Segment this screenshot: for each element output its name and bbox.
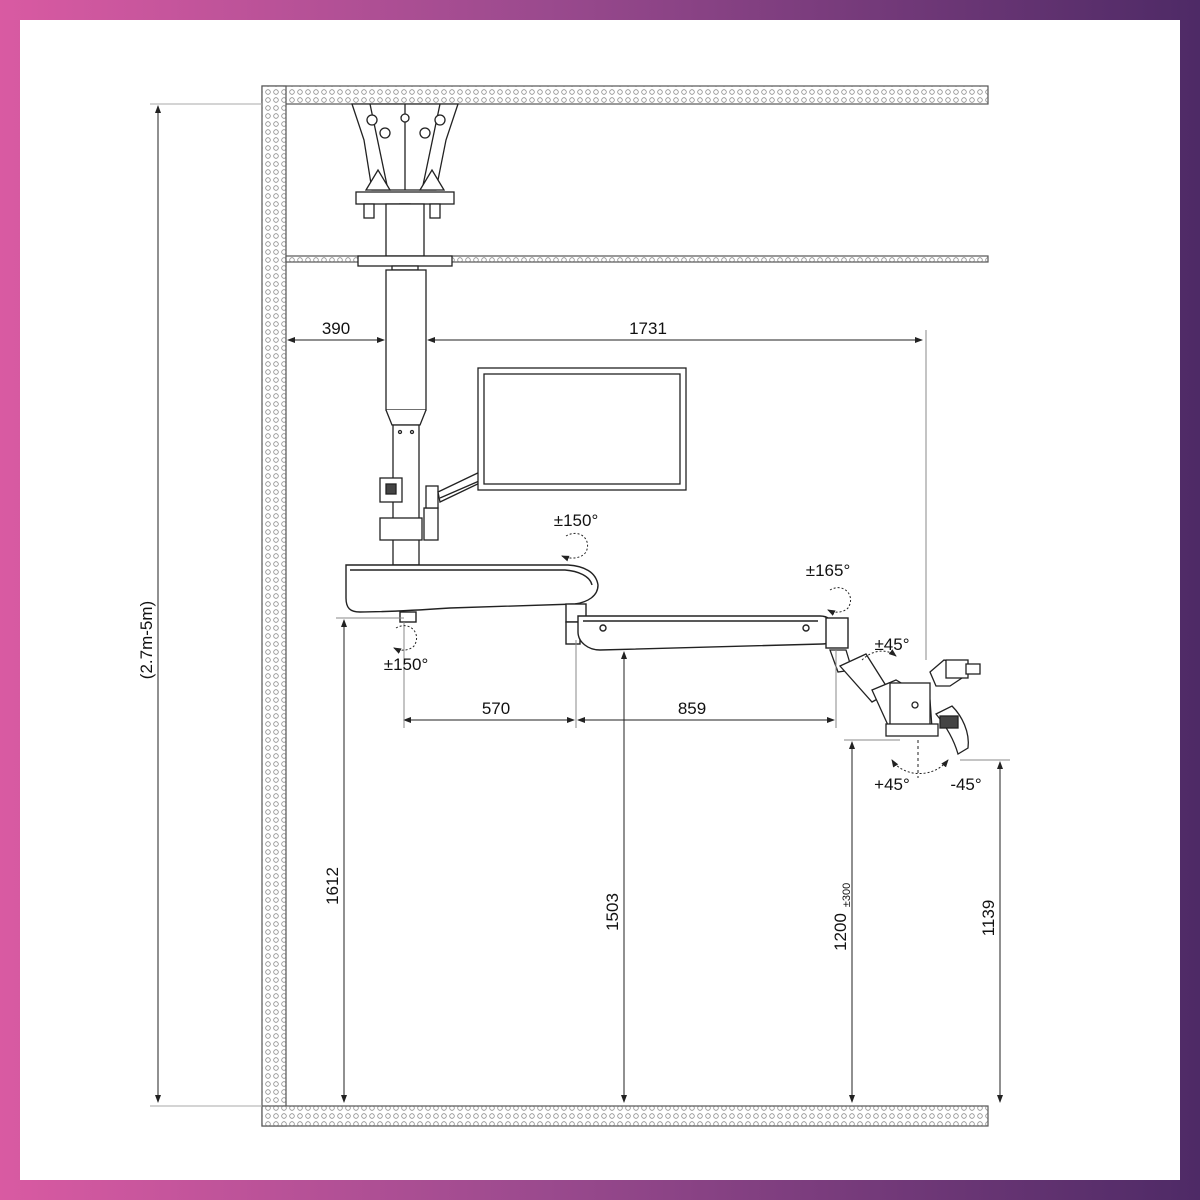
- floor-slab: [261, 1105, 989, 1127]
- label-tilt: ±45°: [874, 635, 909, 654]
- label-monitor-rotation: ±150°: [554, 511, 599, 530]
- dimension-lines: [150, 103, 1010, 1107]
- support-column: [379, 269, 439, 566]
- microscope-head: [829, 649, 981, 755]
- label-arm2-rotation: ±165°: [806, 561, 851, 580]
- ceiling-slab: [261, 85, 989, 105]
- technical-diagram: 390 1731 570 859 (2.7m-5m) 1612 1503 120…: [137, 85, 1010, 1127]
- label-swing-plus: +45°: [874, 775, 910, 794]
- rotation-arc-monitor: [561, 532, 588, 562]
- label-arm2: 859: [678, 699, 706, 718]
- swing-arc: [891, 759, 949, 774]
- label-room-height: (2.7m-5m): [137, 601, 156, 679]
- monitor-assembly: [437, 367, 687, 503]
- rotation-arcs: [393, 532, 949, 778]
- label-scope-height: 1200: [831, 913, 850, 951]
- rotation-arc-arm1: [393, 625, 418, 654]
- rotation-arc-arm2: [827, 587, 852, 616]
- label-reach-total: 1731: [629, 319, 667, 338]
- label-floor-clearance: 1139: [979, 900, 998, 937]
- building-walls: [261, 85, 989, 1127]
- label-wall-offset: 390: [322, 319, 350, 338]
- ceiling-mount: [351, 103, 459, 271]
- false-ceiling: [285, 255, 989, 263]
- drawing-canvas: 390 1731 570 859 (2.7m-5m) 1612 1503 120…: [20, 20, 1180, 1180]
- label-swing-minus: -45°: [950, 775, 981, 794]
- label-scope-tolerance: ±300: [841, 883, 853, 907]
- label-arm-height: 1612: [323, 867, 342, 905]
- wall: [261, 85, 287, 1127]
- dimension-labels: 390 1731 570 859 (2.7m-5m) 1612 1503 120…: [137, 319, 998, 951]
- arm-2: [577, 615, 849, 651]
- label-arm1: 570: [482, 699, 510, 718]
- arm-1: [345, 564, 599, 645]
- label-arm1-rotation: ±150°: [384, 655, 429, 674]
- label-arm2-height: 1503: [603, 893, 622, 931]
